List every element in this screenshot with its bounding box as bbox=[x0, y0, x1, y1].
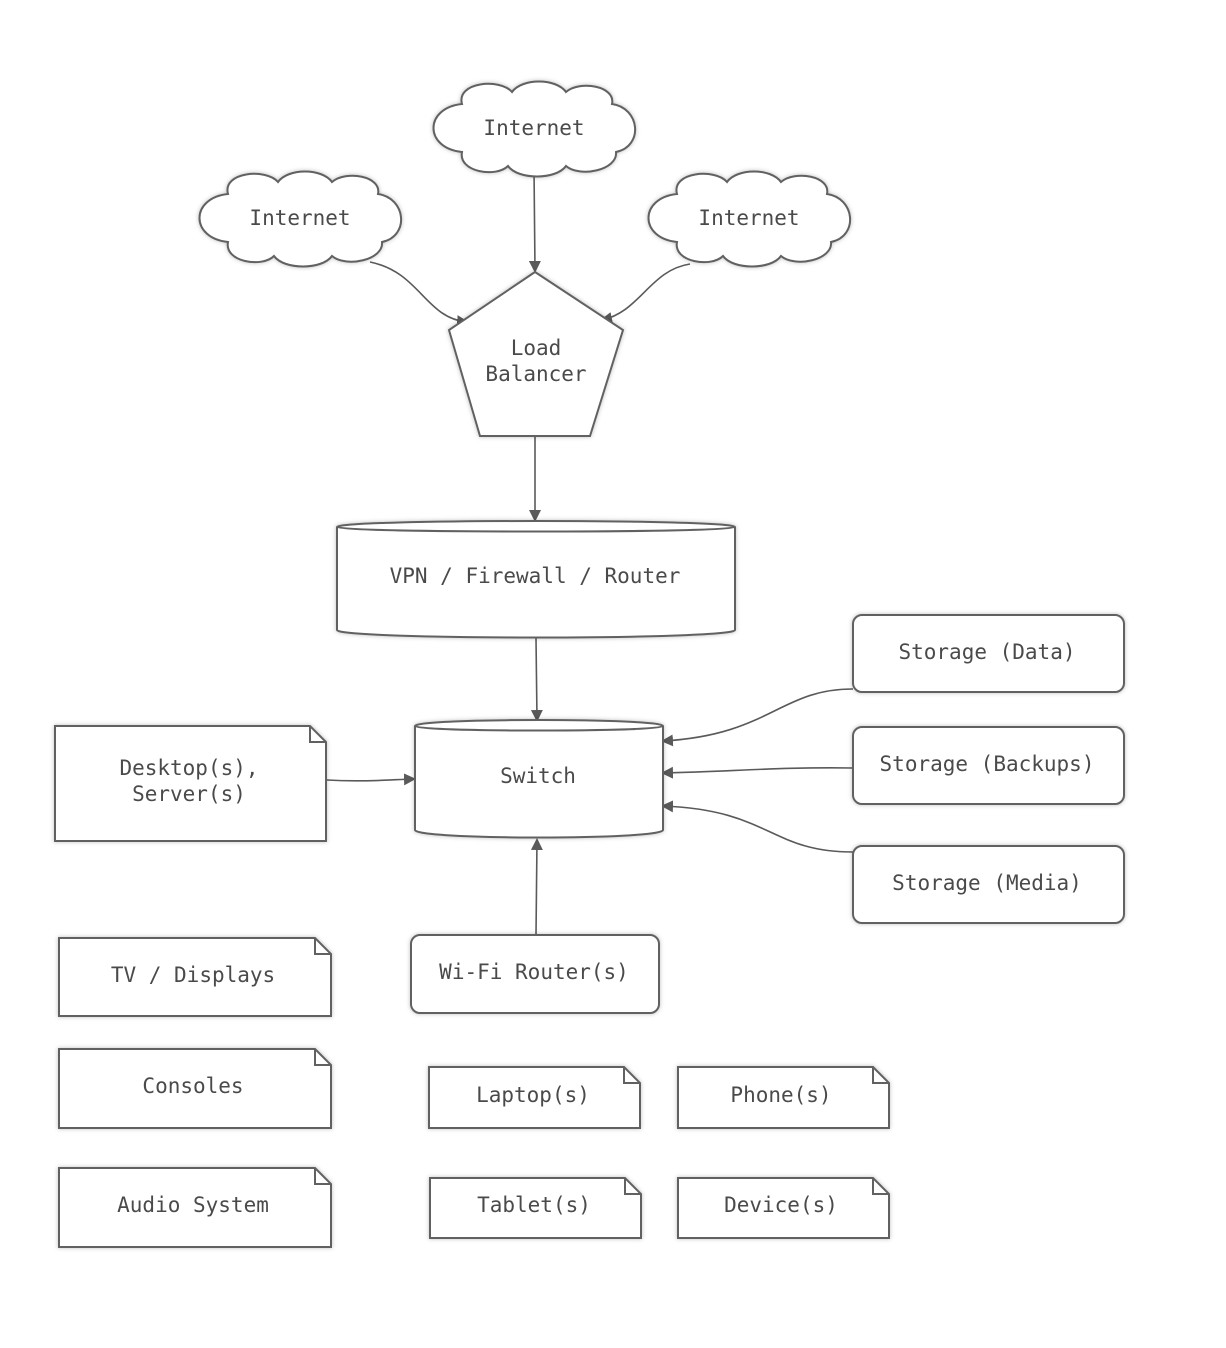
consoles-label: Consoles bbox=[142, 1074, 243, 1098]
vpn-firewall-router-node: VPN / Firewall / Router bbox=[336, 520, 736, 639]
internet-top-cloud: Internet bbox=[432, 80, 636, 178]
load-balancer-label-line2: Balancer bbox=[485, 362, 586, 386]
storage-media-label: Storage (Media) bbox=[892, 871, 1082, 895]
storage-data-node: Storage (Data) bbox=[852, 614, 1125, 693]
internet-right-label: Internet bbox=[698, 206, 799, 230]
consoles-node: Consoles bbox=[58, 1048, 332, 1129]
devices-node: Device(s) bbox=[677, 1177, 890, 1239]
desktop-server-label-line1: Desktop(s), bbox=[119, 756, 258, 780]
edge-vpn-to-switch bbox=[530, 637, 543, 722]
edge-storage-data-to-switch bbox=[661, 688, 854, 747]
edge-desktop-to-switch bbox=[326, 773, 416, 786]
internet-right-cloud: Internet bbox=[647, 170, 851, 268]
tv-displays-node: TV / Displays bbox=[58, 937, 332, 1017]
edge-internet-left-to-load-balancer bbox=[369, 261, 469, 328]
storage-data-label: Storage (Data) bbox=[898, 640, 1075, 664]
laptops-node: Laptop(s) bbox=[428, 1066, 641, 1129]
audio-system-node: Audio System bbox=[58, 1167, 332, 1248]
desktop-server-label-line2: Server(s) bbox=[132, 782, 246, 806]
phones-node: Phone(s) bbox=[677, 1066, 890, 1129]
desktop-server-node: Desktop(s), Server(s) bbox=[54, 725, 327, 842]
vpn-firewall-router-label: VPN / Firewall / Router bbox=[390, 564, 681, 588]
wifi-router-node: Wi-Fi Router(s) bbox=[410, 934, 660, 1014]
edge-storage-backups-to-switch bbox=[661, 766, 854, 779]
edge-wifi-to-switch bbox=[530, 838, 543, 936]
audio-system-label: Audio System bbox=[117, 1193, 269, 1217]
internet-left-cloud: Internet bbox=[198, 170, 402, 268]
phones-label: Phone(s) bbox=[730, 1083, 831, 1107]
load-balancer-label-line1: Load bbox=[511, 336, 562, 360]
storage-backups-label: Storage (Backups) bbox=[880, 752, 1095, 776]
storage-media-node: Storage (Media) bbox=[852, 845, 1125, 924]
storage-backups-node: Storage (Backups) bbox=[852, 726, 1125, 805]
edge-internet-top-to-load-balancer bbox=[528, 167, 541, 273]
edge-storage-media-to-switch bbox=[661, 800, 854, 853]
laptops-label: Laptop(s) bbox=[476, 1083, 590, 1107]
tablets-node: Tablet(s) bbox=[429, 1177, 642, 1239]
tv-displays-label: TV / Displays bbox=[111, 963, 275, 987]
load-balancer-node: Load Balancer bbox=[447, 270, 625, 437]
internet-top-label: Internet bbox=[483, 116, 584, 140]
wifi-router-label: Wi-Fi Router(s) bbox=[439, 960, 629, 984]
switch-label: Switch bbox=[500, 764, 576, 788]
tablets-label: Tablet(s) bbox=[477, 1193, 591, 1217]
switch-node: Switch bbox=[414, 719, 664, 839]
internet-left-label: Internet bbox=[249, 206, 350, 230]
edge-internet-right-to-load-balancer bbox=[600, 263, 691, 324]
devices-label: Device(s) bbox=[724, 1193, 838, 1217]
